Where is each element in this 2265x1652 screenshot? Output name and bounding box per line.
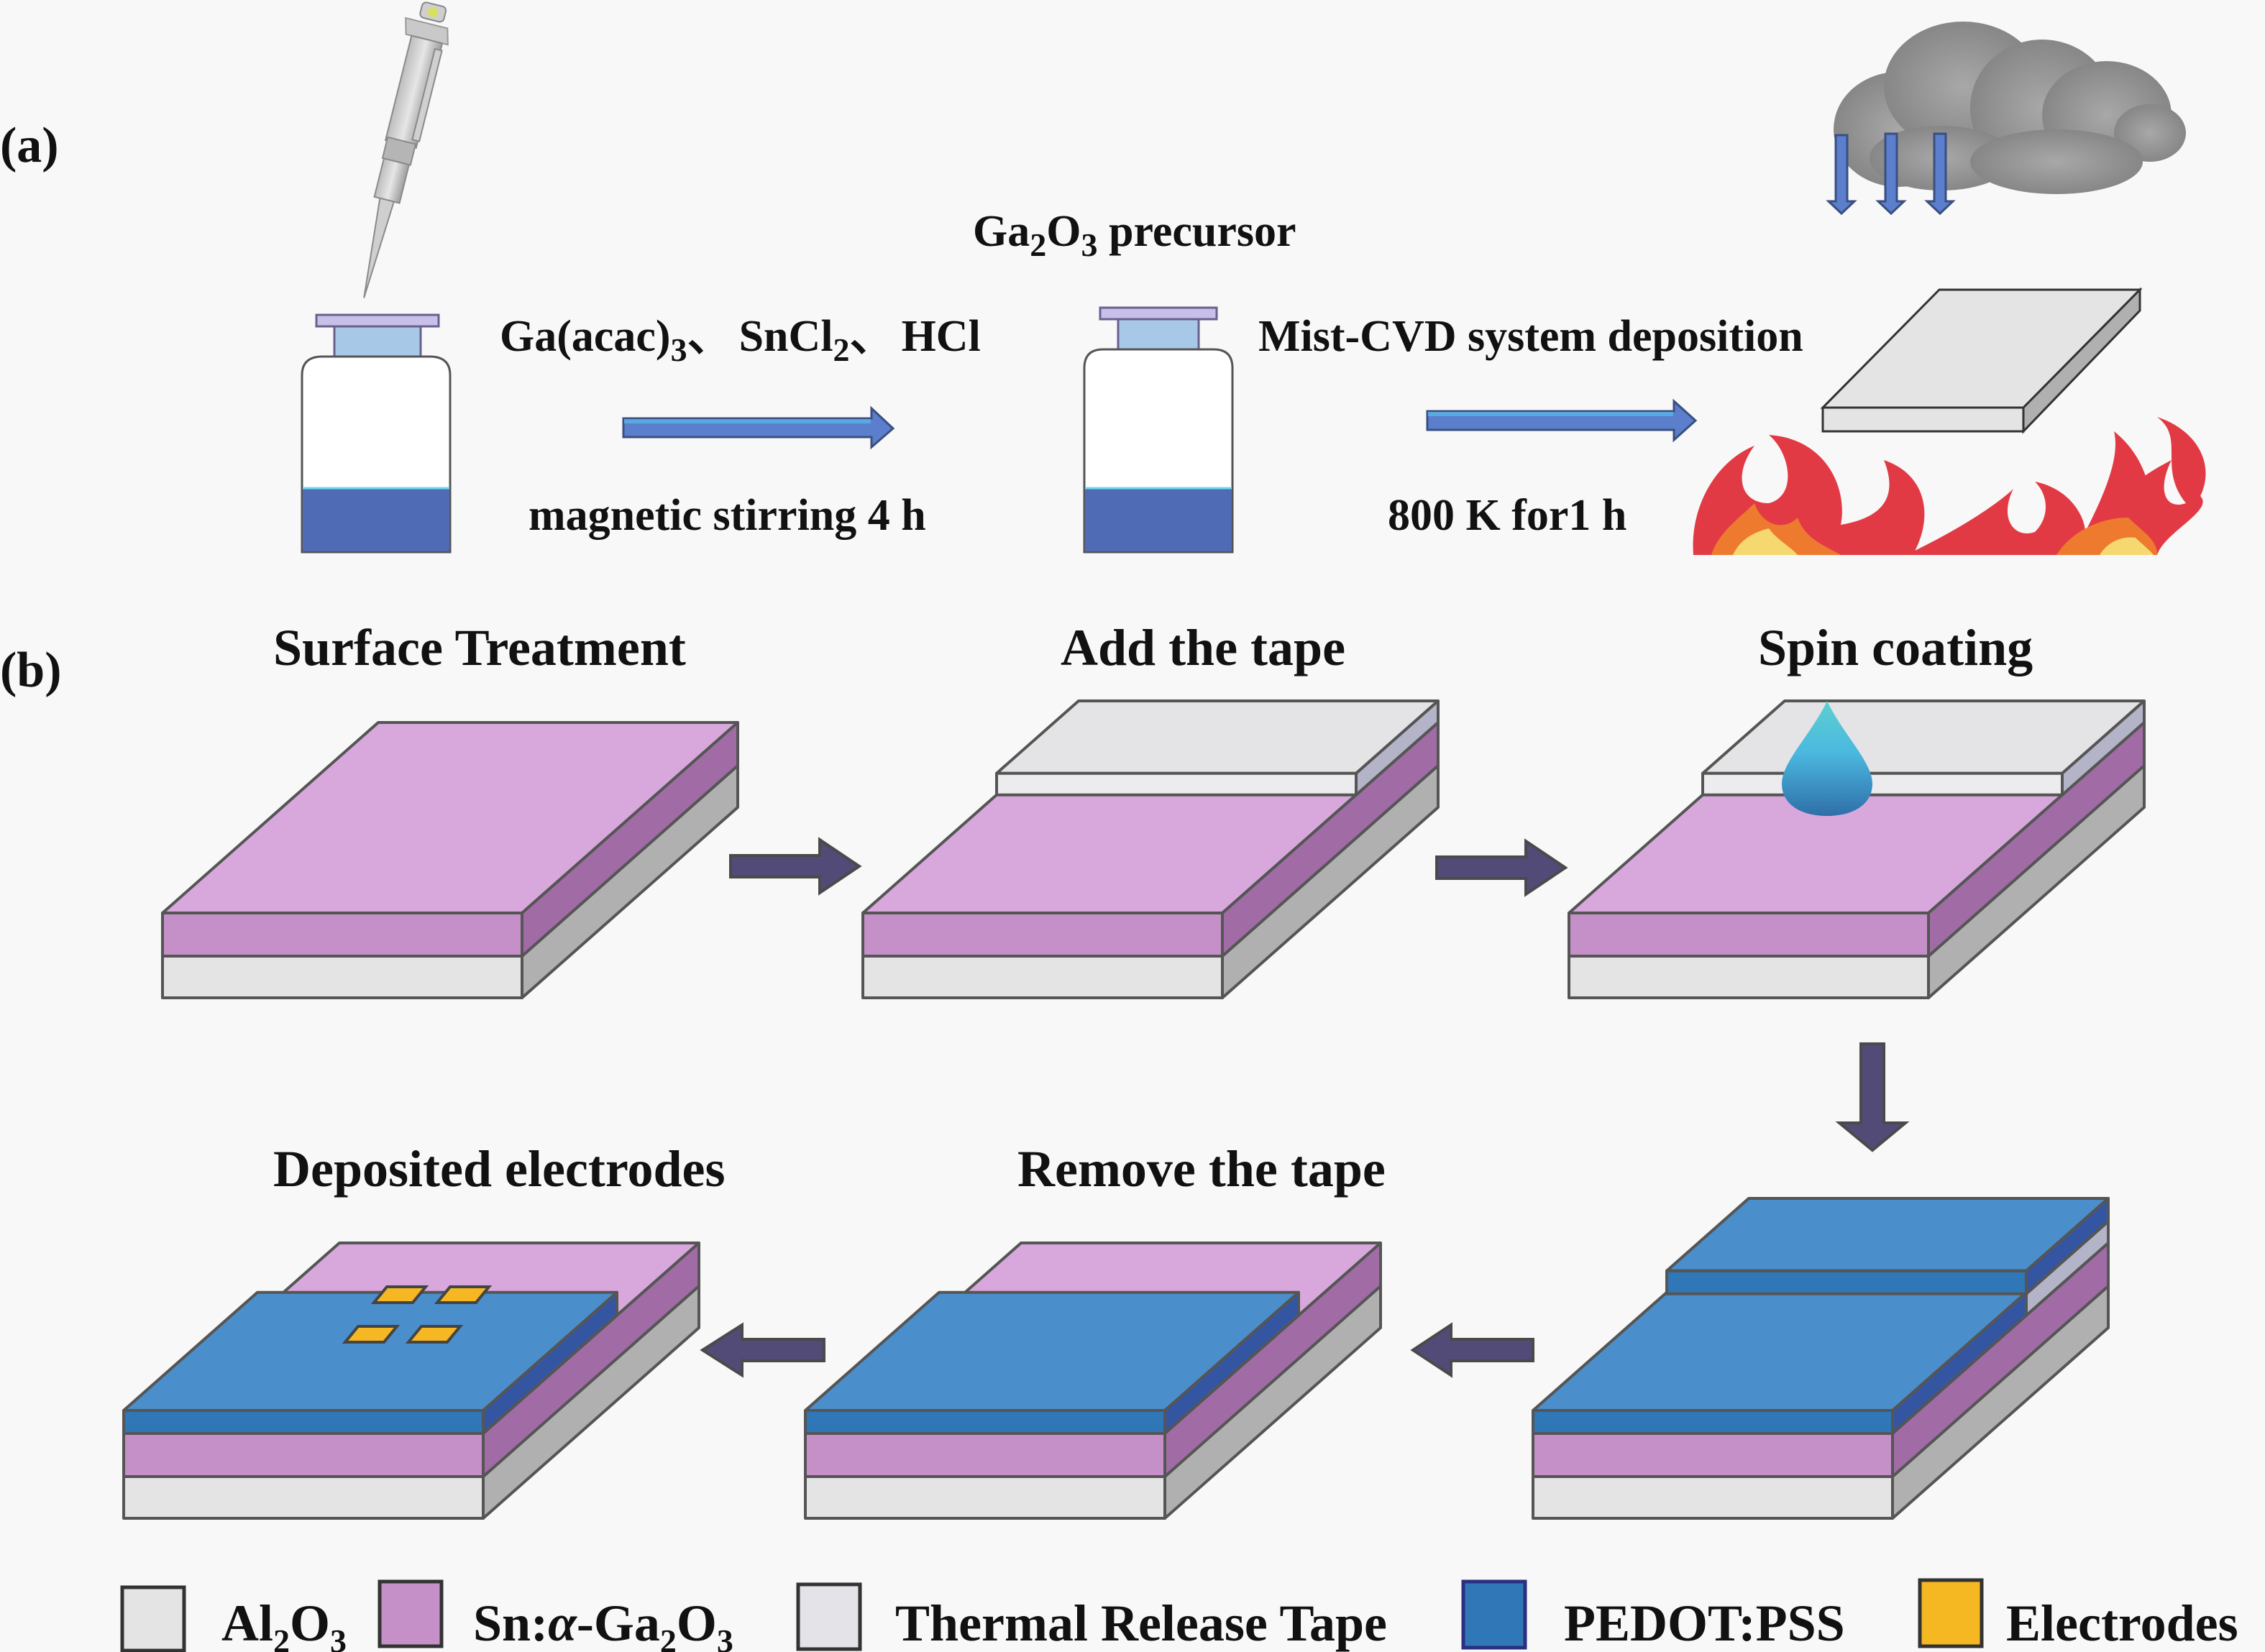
legend: Al2O3 Sn:α-Ga2O3 Thermal Release Tape PE… <box>120 1578 2238 1652</box>
legend-swatch-thermal-release-tape <box>796 1582 862 1651</box>
bottle-icon <box>301 313 452 554</box>
step-arrow-1 <box>729 837 862 896</box>
step-arrow-2 <box>1435 838 1568 897</box>
flame-icon <box>1693 417 2206 555</box>
legend-item-sn-ga2o3: Sn:α-Ga2O3 <box>378 1579 733 1652</box>
step-label-surface-treatment: Surface Treatment <box>273 619 686 676</box>
anneal-label: 800 K for1 h <box>1388 491 1626 540</box>
stack-spin-coating <box>1568 699 2146 999</box>
layer-thermal-release-tape <box>995 699 1440 797</box>
layer-pedot-pss <box>1532 1290 2028 1435</box>
pipette-icon <box>363 1 449 298</box>
legend-item-pedot-pss: PEDOT:PSS <box>1461 1579 1845 1652</box>
legend-swatch-pedot-pss <box>1461 1579 1527 1650</box>
legend-item-electrodes: Electrodes <box>1918 1578 2238 1652</box>
substrate-plate-icon <box>1820 287 2143 434</box>
electrode-pad <box>342 1325 401 1344</box>
stirring-label: magnetic stirring 4 h <box>528 491 926 540</box>
layer-pedot-pss <box>1665 1197 2110 1295</box>
legend-label-thermal-release-tape: Thermal Release Tape <box>895 1594 1387 1652</box>
legend-label-electrodes: Electrodes <box>2006 1594 2238 1652</box>
step-arrow-3 <box>1835 1042 1910 1152</box>
bottle-icon <box>1083 306 1234 554</box>
legend-swatch-sn-ga2o3 <box>378 1579 444 1648</box>
droplet-icon <box>1782 701 1872 816</box>
step-label-add-tape: Add the tape <box>1061 619 1345 676</box>
legend-item-thermal-release-tape: Thermal Release Tape <box>796 1582 1387 1652</box>
step-arrow-5 <box>700 1322 825 1378</box>
panel-label-a: (a) <box>0 118 59 173</box>
electrode-pad <box>405 1325 464 1344</box>
deposition-arrows <box>1826 132 1956 216</box>
reagents-label: Ga(acac)3、SnCl2、HCl <box>500 312 981 368</box>
legend-swatch-al2o3 <box>120 1585 186 1652</box>
stack-add-tape <box>861 699 1440 999</box>
step-arrow-4 <box>1410 1322 1534 1378</box>
layer-sn-ga2o3 <box>161 721 739 958</box>
legend-label-al2o3: Al2O3 <box>221 1594 347 1652</box>
process-arrow-1 <box>622 405 895 450</box>
layer-pedot-pss <box>122 1290 618 1435</box>
step-label-remove-tape: Remove the tape <box>1017 1140 1386 1198</box>
electrode-pad <box>434 1285 493 1304</box>
electrode-pad <box>370 1285 429 1304</box>
legend-label-sn-ga2o3: Sn:α-Ga2O3 <box>473 1594 733 1652</box>
stack-pedot-coated <box>1532 1197 2110 1520</box>
legend-label-pedot-pss: PEDOT:PSS <box>1564 1594 1845 1652</box>
legend-item-al2o3: Al2O3 <box>120 1585 347 1652</box>
stack-deposited-electrodes <box>122 1242 700 1520</box>
panel-label-b: (b) <box>0 643 62 698</box>
step-label-deposited-electrodes: Deposited electrodes <box>273 1140 726 1198</box>
layer-pedot-pss <box>804 1290 1300 1435</box>
stack-remove-tape <box>804 1242 1382 1520</box>
process-arrow-2 <box>1426 398 1698 443</box>
layer-thermal-release-tape <box>1701 699 2146 797</box>
legend-swatch-electrodes <box>1918 1578 1984 1648</box>
precursor-label: Ga2O3 precursor <box>973 207 1296 263</box>
stack-surface-treatment <box>161 721 739 999</box>
step-label-spin-coating: Spin coating <box>1758 619 2033 676</box>
mist-cvd-label: Mist-CVD system deposition <box>1258 312 1803 361</box>
